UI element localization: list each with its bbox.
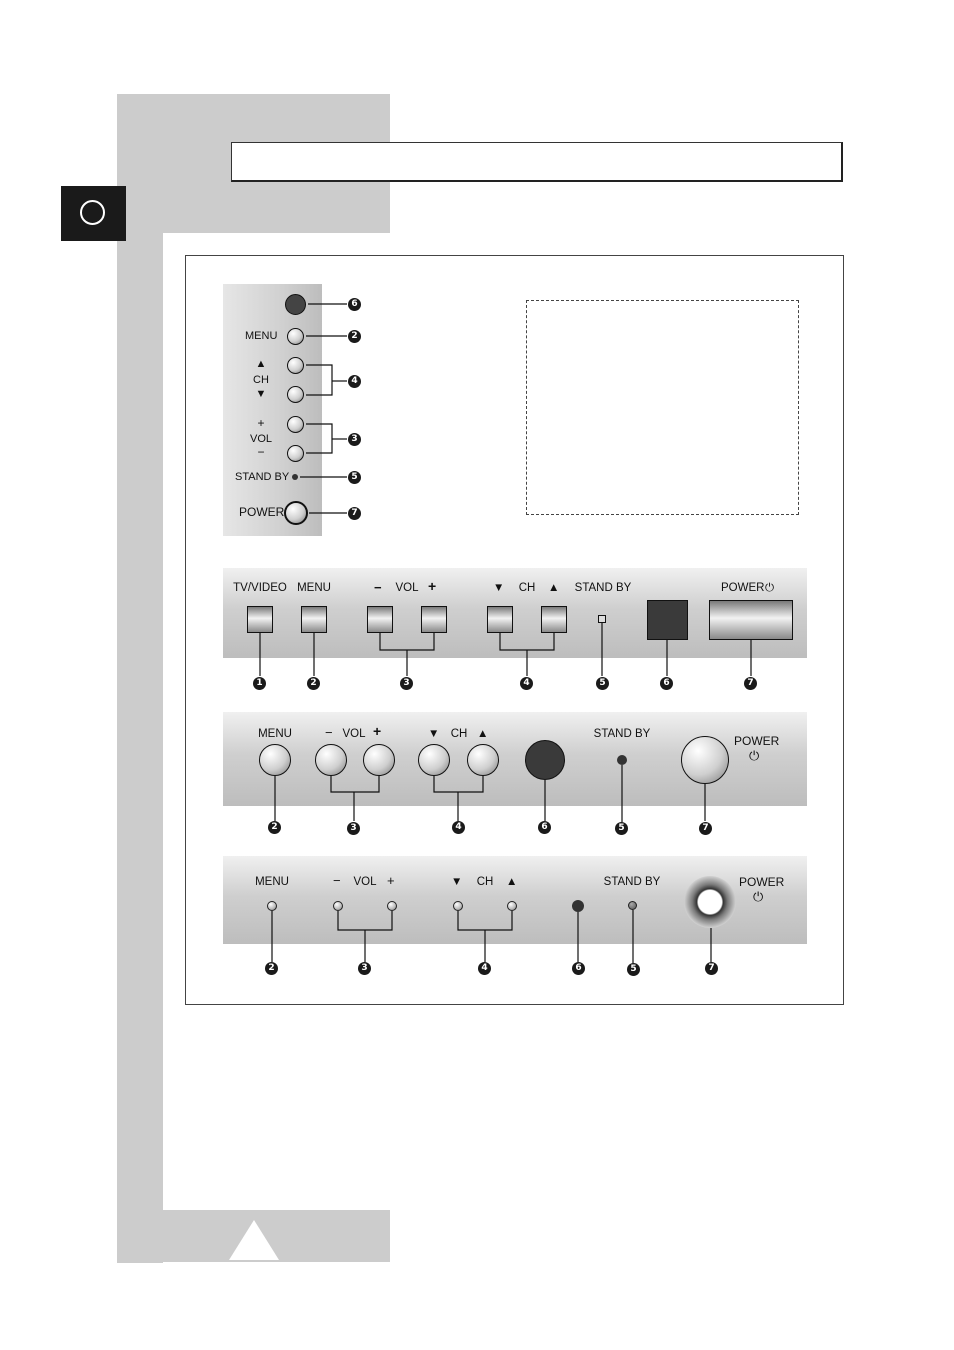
p3-badge-6: 6 xyxy=(572,962,585,975)
p3-badge-5: 5 xyxy=(627,963,640,976)
p3-badge-7: 7 xyxy=(705,962,718,975)
p3-badge-4: 4 xyxy=(478,962,491,975)
p3-badge-2: 2 xyxy=(265,962,278,975)
p3-badge-3: 3 xyxy=(358,962,371,975)
